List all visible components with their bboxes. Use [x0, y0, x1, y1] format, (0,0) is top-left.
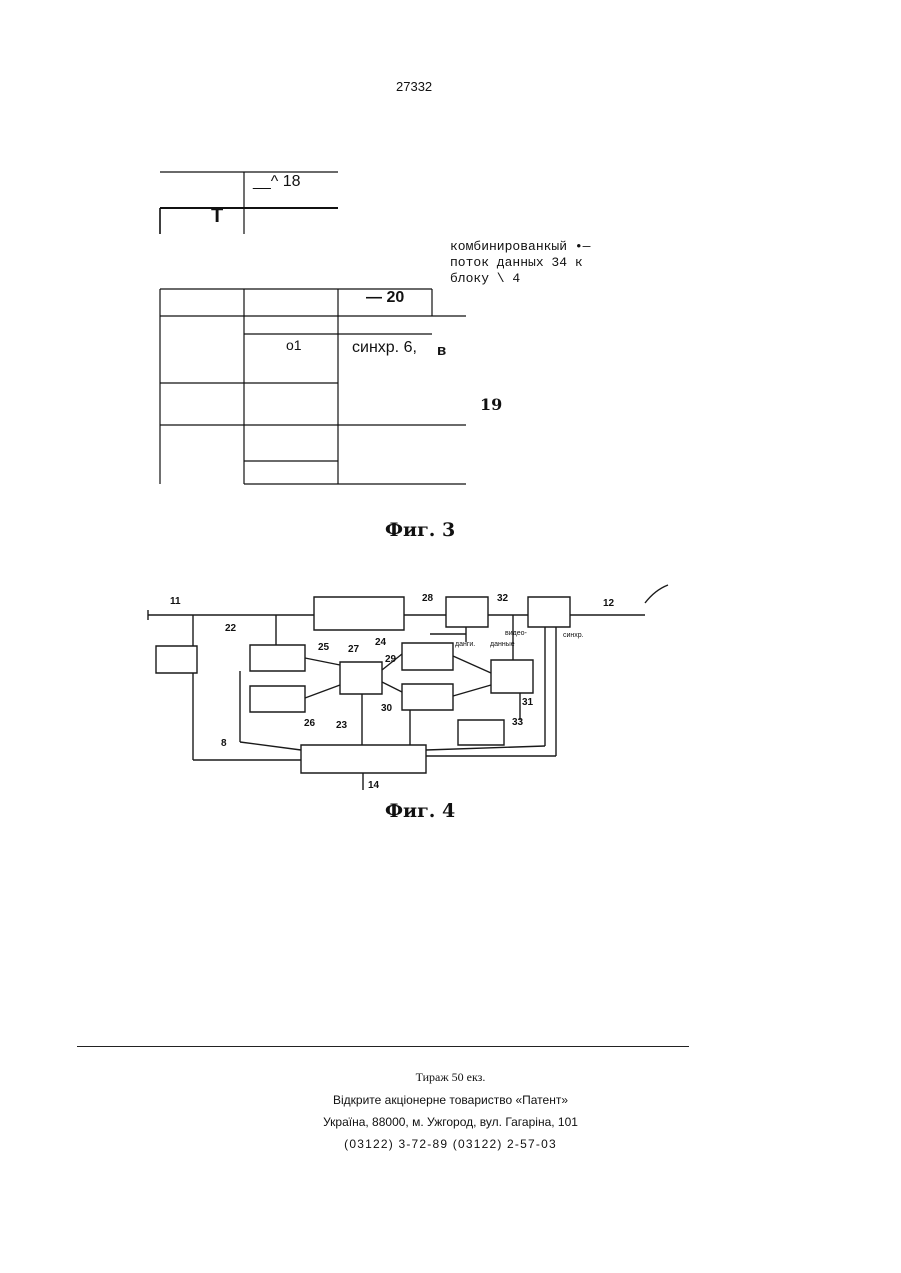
fig3-note-line-2: поток данных 34 к — [450, 255, 583, 271]
fig3-label-19: 19 — [480, 395, 502, 414]
fig3-label-b: в — [437, 342, 446, 359]
fig3-label-t: T — [211, 205, 223, 228]
fig4-label-28: 28 — [422, 593, 433, 604]
fig4-label-8: 8 — [221, 738, 227, 749]
fig4-label-30: 30 — [381, 703, 392, 714]
footer-phones: (03122) 3-72-89 (03122) 2-57-03 — [0, 1137, 901, 1151]
fig4-label-22: 22 — [225, 623, 236, 634]
fig4-label-26: 26 — [304, 718, 315, 729]
footer-address: Україна, 88000, м. Ужгород, вул. Гагарін… — [0, 1115, 901, 1129]
fig4-label-27: 27 — [348, 644, 359, 655]
fig3-label-18: __^ 18 — [253, 173, 301, 191]
fig3-caption: Фиг. 3 — [385, 519, 455, 541]
fig4-text-data-in: данги. — [455, 641, 475, 648]
fig4-text-video: видео- — [505, 630, 527, 637]
fig3-label-20: — 20 — [366, 289, 404, 307]
fig4-label-14: 14 — [368, 780, 379, 791]
footer-company: Відкрите акціонерне товариство «Патент» — [0, 1093, 901, 1107]
fig3-note-line-3: блоку \ 4 — [450, 271, 520, 287]
fig4-label-25: 25 — [318, 642, 329, 653]
fig4-label-24: 24 — [375, 637, 386, 648]
fig4-label-33: 33 — [512, 717, 523, 728]
footer-divider — [77, 1046, 689, 1047]
fig3-note-line-1: комбинированкый •— — [450, 239, 590, 255]
fig4-diagram — [0, 570, 901, 800]
fig4-caption: Фиг. 4 — [385, 800, 455, 822]
fig3-label-sync: синхр. 6, — [352, 339, 417, 357]
fig4-label-23: 23 — [336, 720, 347, 731]
footer-tirazh: Тираж 50 екз. — [0, 1070, 901, 1085]
fig4-text-data-out: данные — [490, 641, 515, 648]
fig4-label-12: 12 — [603, 598, 614, 609]
fig4-label-32: 32 — [497, 593, 508, 604]
fig4-label-29: 29 — [385, 654, 396, 665]
fig4-label-31: 31 — [522, 697, 533, 708]
fig4-label-11: 11 — [170, 596, 181, 607]
fig4-text-sync: синхр. — [563, 632, 584, 639]
fig3-label-o1: о1 — [286, 337, 302, 353]
